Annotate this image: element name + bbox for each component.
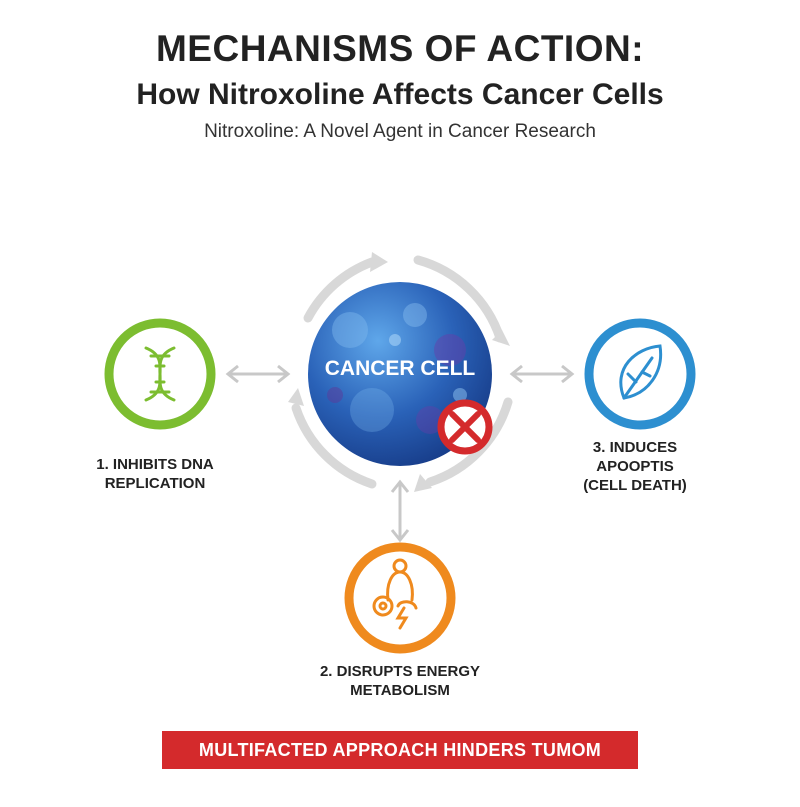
mechanism-1-label: 1. INHIBITS DNA REPLICATION — [40, 455, 270, 493]
mechanism-3-line3: (CELL DEATH) — [583, 477, 687, 494]
mechanism-2-line1: 2. DISRUPTS ENERGY — [319, 663, 481, 680]
mechanism-1-line2: REPLICATION — [104, 475, 206, 492]
leaf-icon — [619, 344, 663, 400]
mechanism-2-label: 2. DISRUPTS ENERGY METABOLISM — [270, 662, 530, 700]
cancer-cell-label: CANCER CELL — [324, 357, 476, 380]
mechanism-2-line2: METABOLISM — [350, 682, 450, 699]
page-subtitle: How Nitroxoline Affects Cancer Cells — [136, 78, 664, 111]
metabolism-node — [344, 542, 456, 654]
dna-icon — [144, 346, 176, 402]
summary-banner: MULTIFACTED APPROACH HINDERS TUMOM GROWT… — [162, 731, 638, 798]
dna-node — [104, 318, 216, 430]
connector-arrows — [225, 364, 575, 543]
mechanism-1-line1: 1. INHIBITS DNA — [96, 456, 214, 473]
apoptosis-node — [584, 318, 696, 430]
no-symbol-icon — [437, 399, 493, 455]
cycle-ring — [291, 255, 513, 489]
mechanism-3-line2: APOOPTIS — [596, 458, 674, 475]
page-title: MECHANISMS OF ACTION: — [155, 28, 645, 69]
ring-arrowheads — [288, 252, 510, 492]
mechanism-3-label: 3. INDUCES APOOPTIS (CELL DEATH) — [545, 438, 725, 495]
mitochondria-energy-icon — [372, 558, 418, 630]
mechanism-3-line1: 3. INDUCES — [592, 439, 678, 456]
page-tagline: Nitroxoline: A Novel Agent in Cancer Res… — [204, 121, 596, 142]
